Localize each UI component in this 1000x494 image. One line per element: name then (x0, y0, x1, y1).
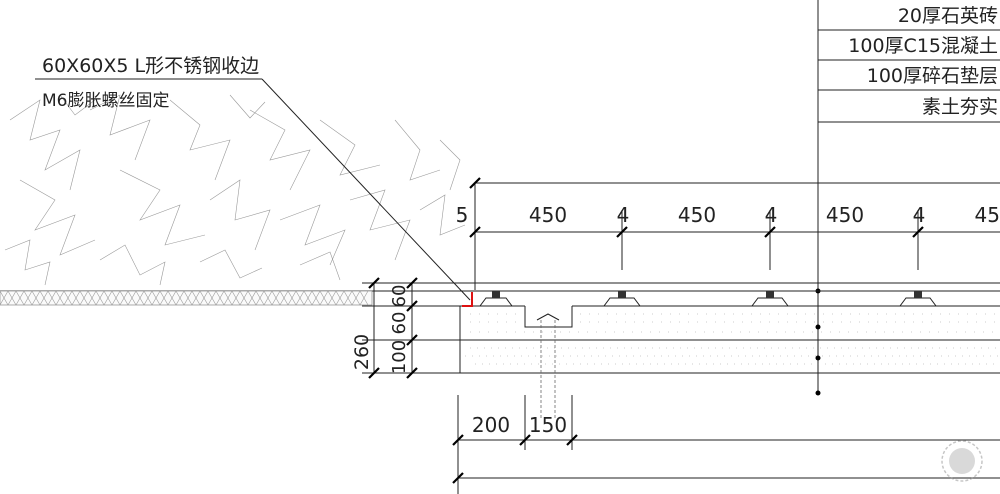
pedestal-2 (603, 291, 641, 307)
edge-note: 60X60X5 L形不锈钢收边 M6膨胀螺丝固定 (35, 55, 471, 301)
pedestal-3 (751, 291, 789, 307)
watermark-logo (941, 440, 983, 482)
side-dimensions: 260 60 60 100 (351, 277, 460, 379)
ground-section (0, 290, 475, 306)
dim-top-1: 450 (529, 203, 567, 227)
dim-top-0: 5 (456, 203, 469, 227)
steel-edge-angle (462, 292, 473, 307)
dim-side-total: 260 (351, 334, 373, 370)
dim-side-3: 100 (389, 340, 410, 374)
dim-top-7: 45 (975, 203, 1000, 227)
dim-bottom-1: 200 (472, 413, 510, 437)
edge-note-line1: 60X60X5 L形不锈钢收边 (42, 55, 259, 77)
layer-label-1: 20厚石英砖 (898, 5, 998, 27)
dim-side-2: 60 (389, 312, 410, 335)
layer-legend: 20厚石英砖 100厚C15混凝土 100厚碎石垫层 素土夯实 (815, 0, 1000, 396)
leader-dot-4 (815, 390, 821, 396)
pedestal-1 (479, 291, 513, 307)
edge-note-line2: M6膨胀螺丝固定 (42, 91, 169, 111)
dim-top-5: 450 (826, 203, 864, 227)
dim-side-1: 60 (389, 285, 410, 308)
planting-hatch (4, 94, 466, 286)
dim-top-4: 4 (765, 203, 778, 227)
dim-top-2: 4 (617, 203, 630, 227)
leader-dot-2 (815, 324, 821, 330)
dim-top-6: 4 (913, 203, 926, 227)
top-dimension-chain: 5 450 4 450 4 450 4 45 (456, 177, 1000, 290)
dim-bottom-2: 150 (529, 413, 567, 437)
layer-label-2: 100厚C15混凝土 (848, 35, 998, 57)
layer-label-3: 100厚碎石垫层 (867, 65, 998, 87)
bottom-dimensions: 200 150 (452, 395, 1000, 494)
dim-top-3: 450 (678, 203, 716, 227)
layer-label-4: 素土夯实 (922, 96, 998, 118)
pedestal-4 (899, 291, 937, 307)
leader-dot-3 (815, 355, 821, 361)
paving-layers (459, 282, 1000, 420)
